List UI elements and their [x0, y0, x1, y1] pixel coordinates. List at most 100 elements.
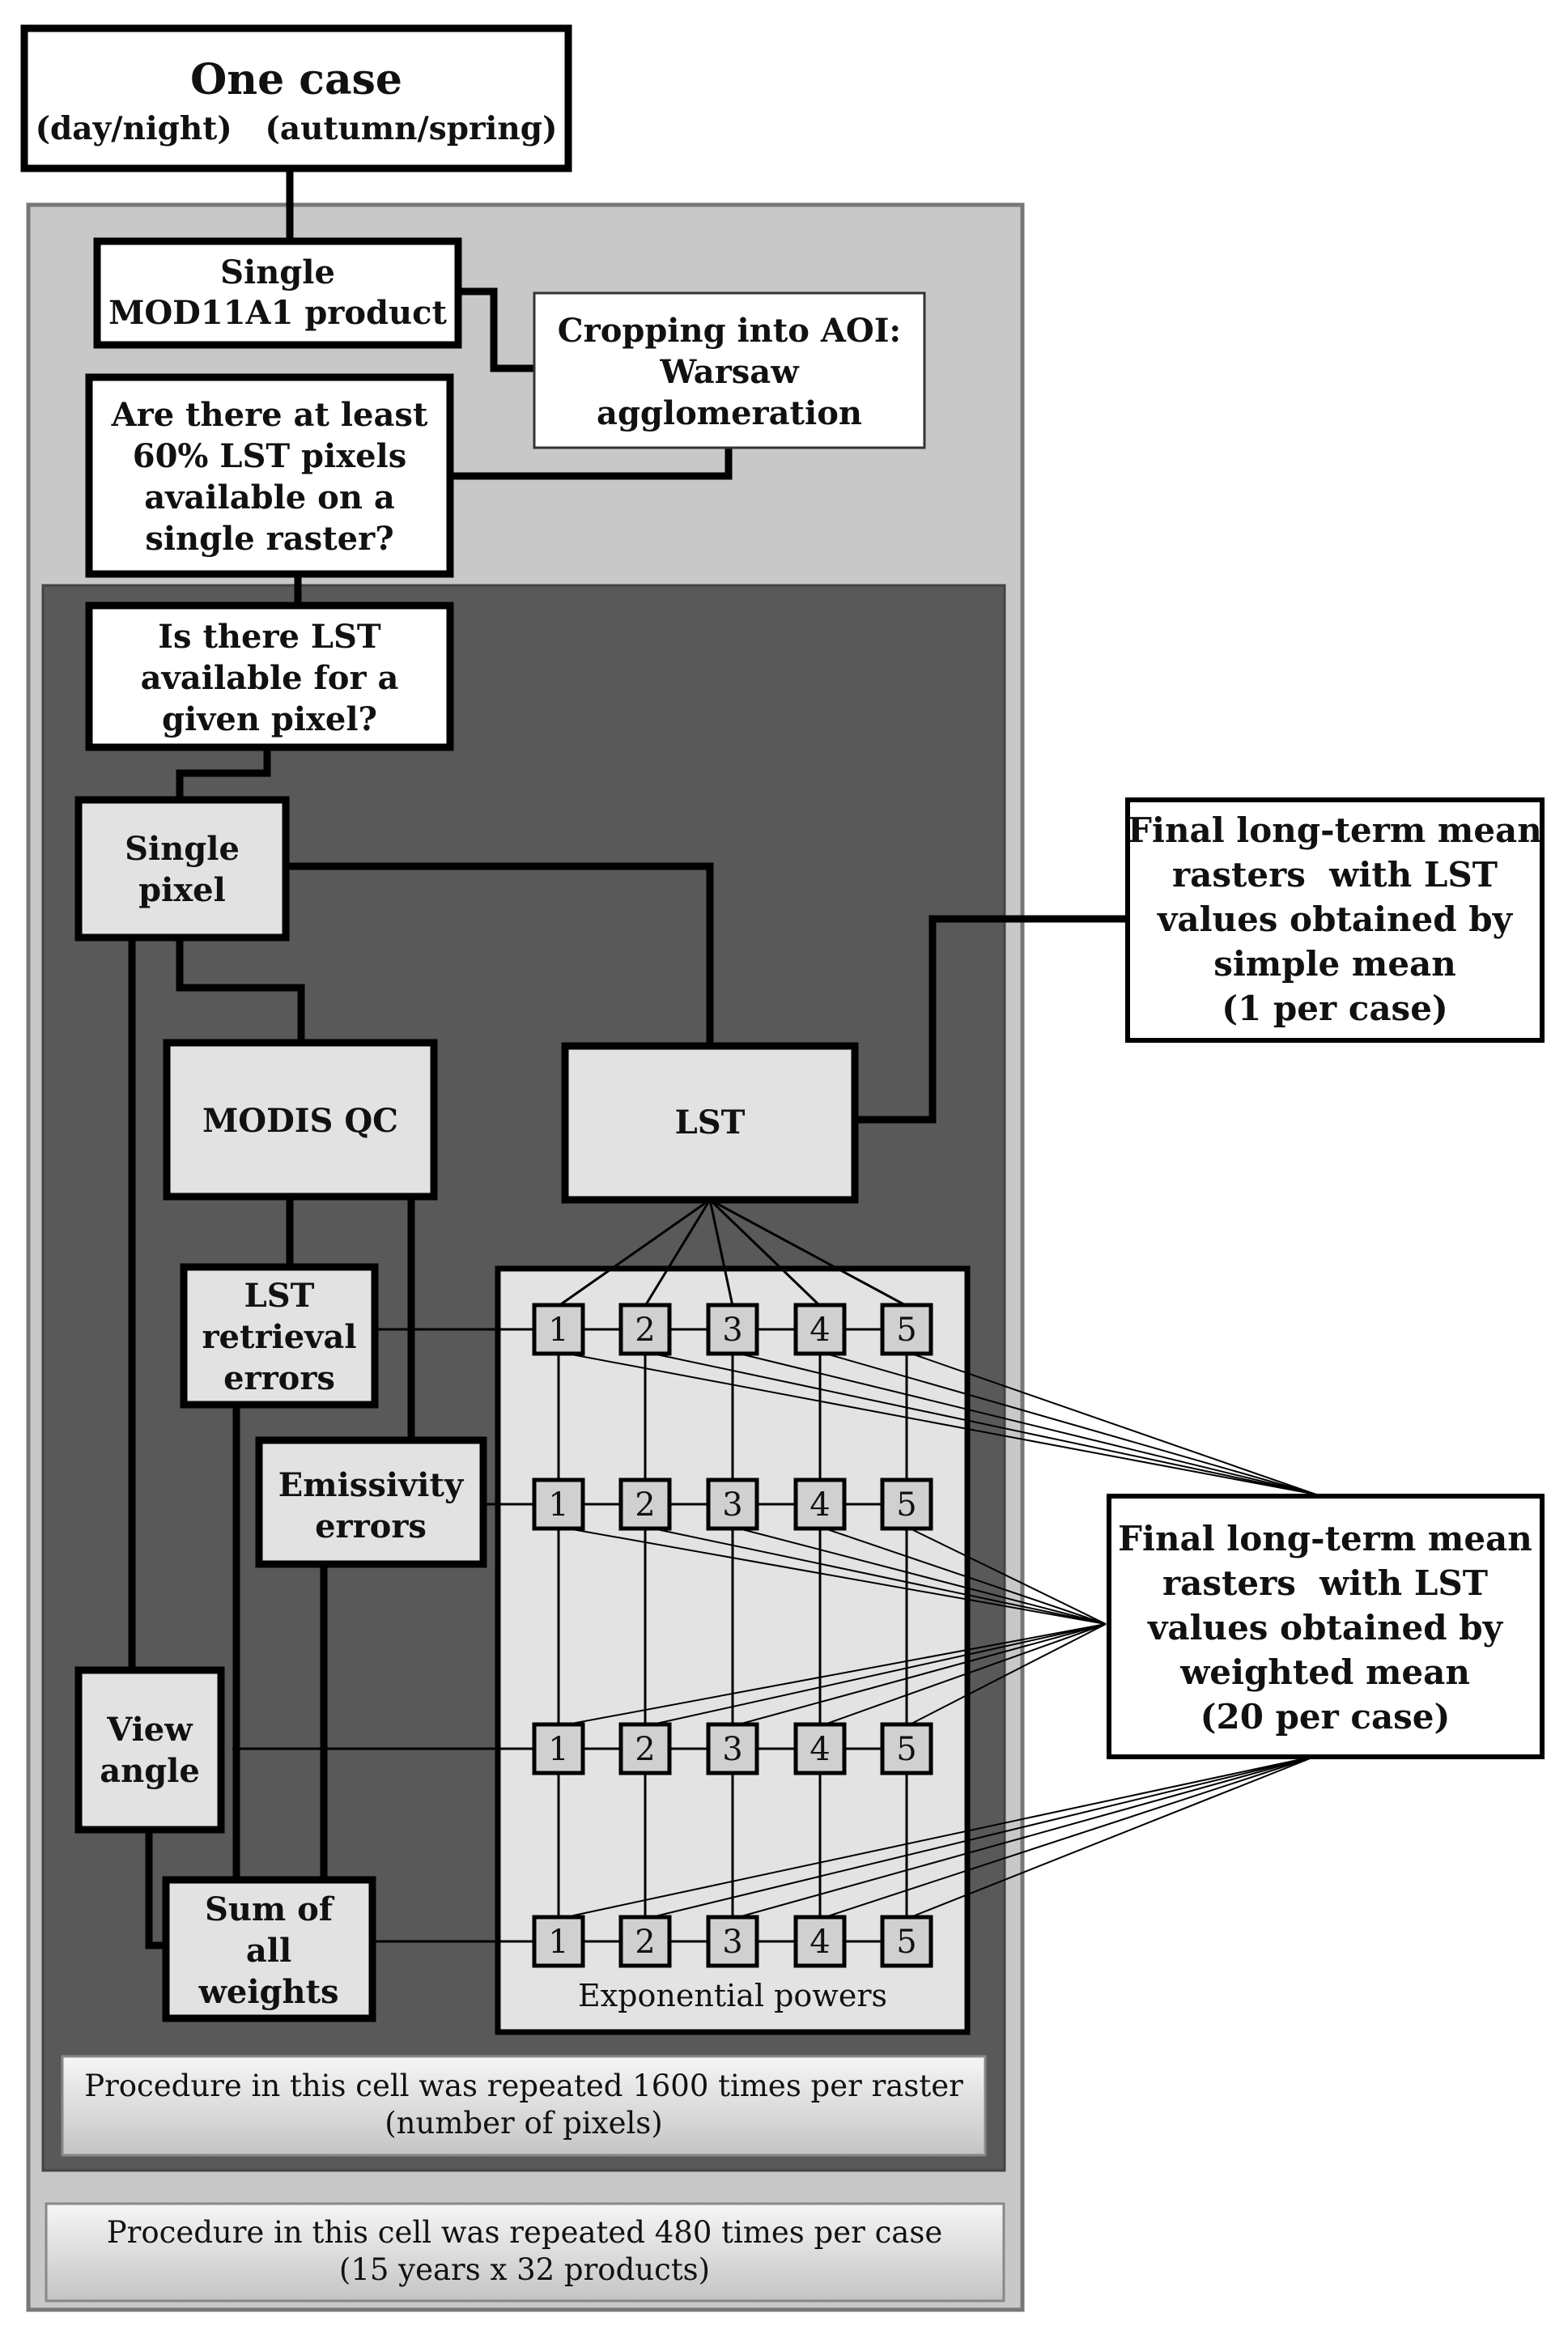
- power-cell-number: 2: [635, 1312, 655, 1349]
- lst-fan-1: [558, 1198, 711, 1307]
- pixels-check-line-4: single raster?: [145, 520, 393, 558]
- connector-available-pixel: [176, 747, 271, 800]
- single-pixel-line-1: Single: [125, 830, 240, 868]
- lst-rect: [561, 1042, 859, 1204]
- power-cell-number: 5: [896, 1486, 916, 1524]
- power-cell-box: [706, 1303, 759, 1356]
- final-simple-line-4: simple mean: [1213, 944, 1456, 984]
- modis-qc-rect: [163, 1039, 438, 1201]
- note-pixel-rect: [61, 2055, 987, 2157]
- power-cell: 1: [532, 1478, 585, 1531]
- power-cell: 5: [880, 1478, 933, 1531]
- cropping-line-1: Cropping into AOI:: [558, 312, 901, 350]
- final-weighted-line-2: rasters with LST: [1162, 1563, 1488, 1603]
- power-cell: 1: [532, 1722, 585, 1775]
- power-cell: 2: [618, 1303, 672, 1356]
- fan-r4-1: [558, 1755, 1317, 1920]
- fan-r2-4: [819, 1526, 1107, 1625]
- sum-weights-rect: [162, 1876, 376, 2022]
- power-cell-box: [618, 1478, 672, 1531]
- note-case-cell: Procedure in this cell was repeated 480 …: [45, 2202, 1005, 2302]
- fan-r1-2: [644, 1351, 1317, 1495]
- fan-r2-2: [644, 1526, 1107, 1625]
- power-cell-box: [880, 1478, 933, 1531]
- power-cell: 5: [880, 1303, 933, 1356]
- power-cell-box: [618, 1915, 672, 1968]
- fan-r3-4: [819, 1623, 1107, 1727]
- fan-r2-5: [906, 1526, 1107, 1625]
- power-cell-number: 5: [896, 1731, 916, 1768]
- lst-retrieval-line-1: LST: [244, 1277, 315, 1315]
- power-cell-box: [532, 1478, 585, 1531]
- lst-fan-5: [709, 1198, 907, 1307]
- power-cell-box: [532, 1303, 585, 1356]
- fan-r3-1: [558, 1623, 1107, 1727]
- lst-available-line-1: Is there LST: [158, 618, 381, 656]
- emissivity-box: Emissivity errors: [255, 1436, 487, 1568]
- power-cell-box: [618, 1303, 672, 1356]
- power-cell: 4: [793, 1478, 847, 1531]
- view-angle-rect: [74, 1666, 225, 1834]
- note-case-line-1: Procedure in this cell was repeated 480 …: [107, 2215, 943, 2250]
- power-cell-box: [793, 1915, 847, 1968]
- power-cell-box: [793, 1722, 847, 1775]
- lst-available-line-2: available for a: [141, 659, 399, 697]
- emissivity-line-1: Emissivity: [278, 1466, 465, 1504]
- pixels-check-line-2: 60% LST pixels: [133, 437, 406, 475]
- lst-fan-lines: [558, 1198, 907, 1307]
- final-weighted-line-1: Final long-term mean: [1118, 1519, 1532, 1558]
- lst-available-rect: [85, 602, 454, 751]
- final-weighted-line-5: (20 per case): [1200, 1697, 1451, 1737]
- note-case-rect: [45, 2202, 1005, 2302]
- power-cell: 2: [618, 1478, 672, 1531]
- one-case-subtitle: (day/night) (autumn/spring): [36, 110, 558, 147]
- fan-r3-5: [906, 1623, 1107, 1727]
- power-cell: 2: [618, 1722, 672, 1775]
- power-cell-number: 2: [635, 1924, 655, 1961]
- power-cell-box: [793, 1303, 847, 1356]
- lst-retrieval-rect: [180, 1263, 379, 1409]
- single-product-rect: [93, 237, 462, 349]
- fan-r2-1: [558, 1526, 1107, 1625]
- pixels-check-line-3: available on a: [144, 478, 395, 517]
- power-cell-number: 5: [896, 1924, 916, 1961]
- connector-view-sum: [145, 1830, 166, 1949]
- fan-r1-4: [819, 1351, 1317, 1495]
- emissivity-line-2: errors: [315, 1507, 427, 1546]
- fan-r4-5: [906, 1755, 1317, 1920]
- sum-weights-box: Sum of all weights: [162, 1876, 376, 2022]
- power-cell: 2: [618, 1915, 672, 1968]
- power-cell-box: [706, 1722, 759, 1775]
- power-cell-number: 1: [548, 1486, 568, 1524]
- power-cell-box: [706, 1915, 759, 1968]
- fan-r4-4: [819, 1755, 1317, 1920]
- lst-retrieval-line-3: errors: [223, 1359, 335, 1397]
- exponential-powers-label: Exponential powers: [578, 1978, 887, 2013]
- power-cell: 3: [706, 1722, 759, 1775]
- final-simple-line-3: values obtained by: [1157, 899, 1514, 939]
- power-cell: 4: [793, 1722, 847, 1775]
- power-cell-box: [880, 1722, 933, 1775]
- power-cell-number: 1: [548, 1924, 568, 1961]
- power-cell-box: [706, 1478, 759, 1531]
- lst-retrieval-box: LST retrieval errors: [180, 1263, 379, 1409]
- modis-qc-box: MODIS QC: [163, 1039, 438, 1201]
- connector-pixel-lst: [286, 862, 714, 1046]
- connector-cropping-check: [453, 448, 733, 480]
- power-cell-number: 3: [722, 1731, 742, 1768]
- power-cell-number: 3: [722, 1312, 742, 1349]
- power-cell: 5: [880, 1915, 933, 1968]
- final-weighted-box: Final long-term mean rasters with LST va…: [1107, 1494, 1545, 1759]
- lst-fan-2: [644, 1199, 712, 1307]
- fan-r4-2: [644, 1755, 1317, 1920]
- cropping-rect: [533, 291, 926, 449]
- single-pixel-rect: [74, 796, 290, 942]
- note-pixel-line-2: (number of pixels): [385, 2106, 662, 2141]
- final-weighted-line-3: values obtained by: [1147, 1608, 1504, 1648]
- view-angle-line-1: View: [106, 1711, 193, 1749]
- connector-lst-simple: [855, 915, 1128, 1124]
- pixels-check-box: Are there at least 60% LST pixels availa…: [85, 373, 454, 578]
- view-angle-line-2: angle: [100, 1752, 200, 1790]
- lst-label: LST: [675, 1103, 746, 1142]
